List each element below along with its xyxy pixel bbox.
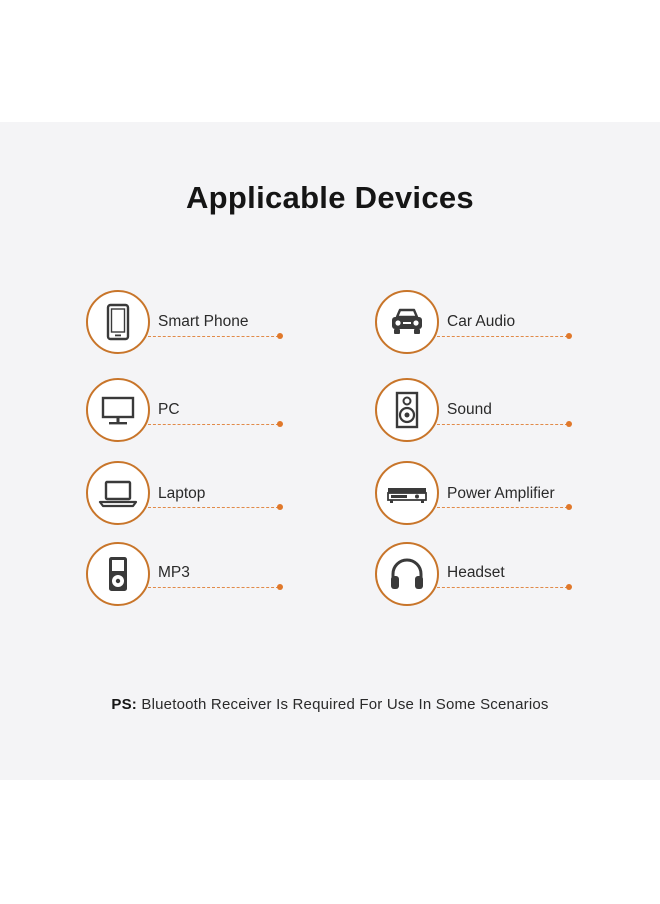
footnote: PS: Bluetooth Receiver Is Required For U… xyxy=(0,696,660,713)
footnote-text: Bluetooth Receiver Is Required For Use I… xyxy=(141,696,549,713)
device-label: MP3 xyxy=(158,564,190,581)
device-label: Laptop xyxy=(158,485,206,502)
dashed-connector xyxy=(437,587,568,588)
connector-dot xyxy=(277,421,283,427)
background-panel xyxy=(0,122,660,780)
device-label: Car Audio xyxy=(447,313,516,330)
dashed-connector xyxy=(148,507,279,508)
device-car-audio: Car Audio xyxy=(375,290,575,356)
device-smart-phone: Smart Phone xyxy=(86,290,286,356)
device-power-amplifier: Power Amplifier xyxy=(375,461,575,527)
connector-dot xyxy=(566,504,572,510)
dashed-connector xyxy=(148,336,279,337)
amplifier-icon xyxy=(387,488,427,503)
device-sound: Sound xyxy=(375,378,575,444)
device-label: Headset xyxy=(447,564,505,581)
speaker-icon xyxy=(395,391,419,429)
device-pc: PC xyxy=(86,378,286,444)
mp3-player-icon xyxy=(109,557,127,591)
dashed-connector xyxy=(148,587,279,588)
page-title: Applicable Devices xyxy=(186,180,474,215)
dashed-connector xyxy=(148,424,279,425)
device-label: Power Amplifier xyxy=(447,485,555,502)
footnote-prefix: PS: xyxy=(111,696,137,713)
device-mp3: MP3 xyxy=(86,542,286,608)
connector-dot xyxy=(277,504,283,510)
device-headset: Headset xyxy=(375,542,575,608)
device-laptop: Laptop xyxy=(86,461,286,527)
dashed-connector xyxy=(437,507,568,508)
laptop-icon xyxy=(98,480,138,508)
dashed-connector xyxy=(437,424,568,425)
connector-dot xyxy=(566,421,572,427)
device-label: PC xyxy=(158,401,180,418)
device-label: Smart Phone xyxy=(158,313,249,330)
monitor-icon xyxy=(101,396,135,425)
dashed-connector xyxy=(437,336,568,337)
connector-dot xyxy=(566,584,572,590)
connector-dot xyxy=(277,584,283,590)
connector-dot xyxy=(566,333,572,339)
smartphone-icon xyxy=(106,303,130,341)
car-icon xyxy=(392,308,422,334)
headphones-icon xyxy=(391,558,423,589)
device-label: Sound xyxy=(447,401,492,418)
connector-dot xyxy=(277,333,283,339)
